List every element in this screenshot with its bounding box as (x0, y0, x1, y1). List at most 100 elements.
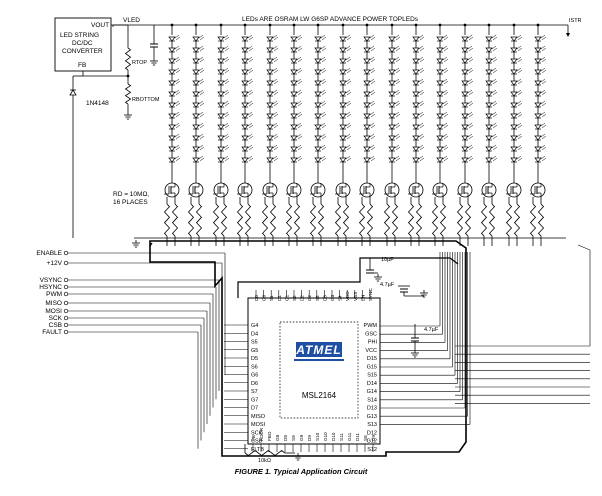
resistor (529, 203, 537, 237)
led-arrow-icon (461, 34, 474, 42)
resistor (293, 203, 301, 237)
ic-pin-left: FLTB (251, 447, 264, 453)
led-arrow-icon (363, 78, 376, 86)
led-arrow-icon (534, 122, 547, 130)
svg-text:SCK: SCK (49, 315, 63, 322)
ic-pin-bottom: ADDR (259, 427, 264, 441)
led-arrow-icon (412, 56, 425, 64)
svg-text:PWM: PWM (46, 291, 62, 298)
led-arrow-icon (241, 67, 254, 75)
led-arrow-icon (412, 78, 425, 86)
led-arrow-icon (461, 45, 474, 53)
ic-pin-bottom: S11 (339, 433, 344, 441)
led-arrow-icon (217, 144, 230, 152)
led-arrow-icon (339, 34, 352, 42)
mosfet-icon (481, 182, 497, 198)
ic-name: MSL2164 (302, 391, 337, 400)
ic-pin-right: G13 (367, 414, 377, 420)
led-arrow-icon (412, 111, 425, 119)
led-arrow-icon (436, 144, 449, 152)
ic-pin-right: G15 (367, 364, 377, 370)
led-arrow-icon (412, 100, 425, 108)
led-arrow-icon (290, 89, 303, 97)
led-arrow-icon (339, 111, 352, 119)
ic-pin-right: PWM (364, 323, 378, 329)
led-arrow-icon (436, 67, 449, 75)
resistor (415, 203, 423, 237)
led-arrow-icon (290, 111, 303, 119)
led-arrow-icon (534, 89, 547, 97)
rd-line2: 16 PLACES (113, 199, 148, 206)
ic-pin-left: G7 (251, 397, 258, 403)
ic-pin-left: S7 (251, 389, 258, 395)
led-arrow-icon (461, 111, 474, 119)
input-pwm: PWM (46, 291, 69, 298)
resistor (124, 47, 132, 71)
led-arrow-icon (363, 56, 376, 64)
led-arrow-icon (461, 100, 474, 108)
resistor (236, 203, 244, 237)
ic-pin-left: D5 (251, 356, 258, 362)
resistor (505, 203, 513, 237)
led-arrow-icon (266, 56, 279, 64)
ic-pin-top: D2 (300, 295, 305, 301)
converter-line2: DC/DC (72, 40, 93, 47)
ic-pin-bottom: D8 (283, 435, 288, 441)
resistor (171, 203, 179, 237)
led-arrow-icon (314, 89, 327, 97)
led-arrow-icon (388, 56, 401, 64)
led-arrow-icon (412, 155, 425, 163)
led-arrow-icon (168, 89, 181, 97)
ic-pin-bottom: G8 (275, 434, 280, 441)
ic-pin-top: VSS (353, 292, 358, 301)
resistor (309, 203, 317, 237)
mosfet-icon (262, 182, 278, 198)
svg-text:ENABLE: ENABLE (36, 250, 62, 257)
cap3-label: 4.7µF (424, 327, 439, 333)
led-arrow-icon (510, 89, 523, 97)
led-arrow-icon (436, 122, 449, 130)
led-arrow-icon (339, 144, 352, 152)
led-arrow-icon (436, 34, 449, 42)
led-arrow-icon (266, 144, 279, 152)
led-arrow-icon (461, 144, 474, 152)
converter-line3: CONVERTER (62, 48, 103, 55)
ic-pin-top: S3 (315, 295, 320, 301)
ground-icon (374, 274, 382, 282)
led-arrow-icon (412, 67, 425, 75)
led-arrow-icon (192, 100, 205, 108)
mosfet-icon (359, 182, 375, 198)
resistor (358, 203, 366, 237)
led-arrow-icon (436, 78, 449, 86)
cap1-label: 10µF (381, 257, 394, 263)
ic-pin-bottom: D9 (307, 435, 312, 441)
led-arrow-icon (534, 67, 547, 75)
led-arrow-icon (217, 34, 230, 42)
led-arrow-icon (339, 89, 352, 97)
ic-pin-bottom: D10 (331, 432, 336, 441)
ic-pin-right: D15 (367, 356, 377, 362)
led-arrow-icon (314, 144, 327, 152)
led-arrow-icon (217, 122, 230, 130)
led-arrow-icon (241, 56, 254, 64)
led-arrow-icon (485, 144, 498, 152)
led-arrow-icon (339, 155, 352, 163)
mosfet-icon (286, 182, 302, 198)
mosfet-icon (384, 182, 400, 198)
led-arrow-icon (363, 133, 376, 141)
ic-pin-left: D6 (251, 381, 258, 387)
ic-pin-left: MISO (251, 414, 266, 420)
figure-caption: FIGURE 1. Typical Application Circuit (235, 467, 368, 476)
resistor (513, 203, 521, 237)
resistor (244, 203, 252, 237)
led-arrow-icon (485, 45, 498, 53)
resistor (480, 203, 488, 237)
svg-text:FAULT: FAULT (42, 329, 62, 336)
ic-pin-left: SCK (251, 430, 263, 436)
led-arrow-icon (510, 56, 523, 64)
led-arrow-icon (192, 78, 205, 86)
mosfet-icon (237, 182, 253, 198)
ic-pin-top: S2 (292, 295, 297, 301)
